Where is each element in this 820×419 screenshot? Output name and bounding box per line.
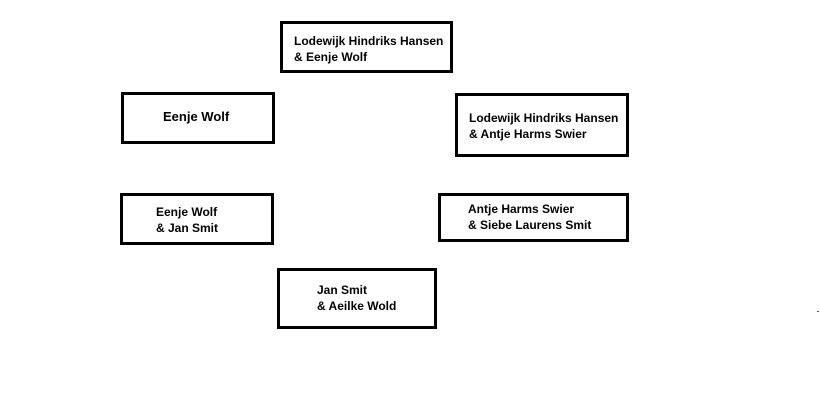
couple-label: Antje Harms Swier & Siebe Laurens Smit bbox=[468, 201, 591, 233]
couple-label: Lodewijk Hindriks Hansen & Antje Harms S… bbox=[469, 110, 618, 142]
person-name: Eenje Wolf bbox=[156, 205, 218, 219]
partner-name: & Eenje Wolf bbox=[294, 50, 368, 64]
person-label: Eenje Wolf bbox=[163, 109, 229, 125]
couple-box-smit-wold: Jan Smit & Aeilke Wold bbox=[277, 268, 437, 329]
person-name: Lodewijk Hindriks Hansen bbox=[294, 34, 444, 48]
partner-name: & Jan Smit bbox=[156, 221, 219, 235]
person-name: Jan Smit bbox=[317, 283, 368, 297]
partner-name: & Aeilke Wold bbox=[317, 299, 397, 313]
person-name: Antje Harms Swier bbox=[468, 202, 575, 216]
partner-name: & Siebe Laurens Smit bbox=[468, 218, 592, 232]
couple-box-hansen-wolf: Lodewijk Hindriks Hansen & Eenje Wolf bbox=[280, 21, 453, 73]
person-box-eenje-wolf: Eenje Wolf bbox=[121, 92, 275, 144]
couple-label: Jan Smit & Aeilke Wold bbox=[317, 282, 396, 314]
couple-box-hansen-swier: Lodewijk Hindriks Hansen & Antje Harms S… bbox=[455, 93, 629, 157]
partner-name: & Antje Harms Swier bbox=[469, 127, 587, 141]
stray-mark bbox=[817, 311, 819, 312]
couple-label: Eenje Wolf & Jan Smit bbox=[156, 204, 218, 236]
person-name: Eenje Wolf bbox=[163, 109, 230, 124]
couple-box-wolf-smit: Eenje Wolf & Jan Smit bbox=[120, 193, 274, 245]
couple-label: Lodewijk Hindriks Hansen & Eenje Wolf bbox=[294, 33, 443, 65]
couple-box-swier-smit: Antje Harms Swier & Siebe Laurens Smit bbox=[438, 193, 629, 242]
person-name: Lodewijk Hindriks Hansen bbox=[469, 111, 619, 125]
